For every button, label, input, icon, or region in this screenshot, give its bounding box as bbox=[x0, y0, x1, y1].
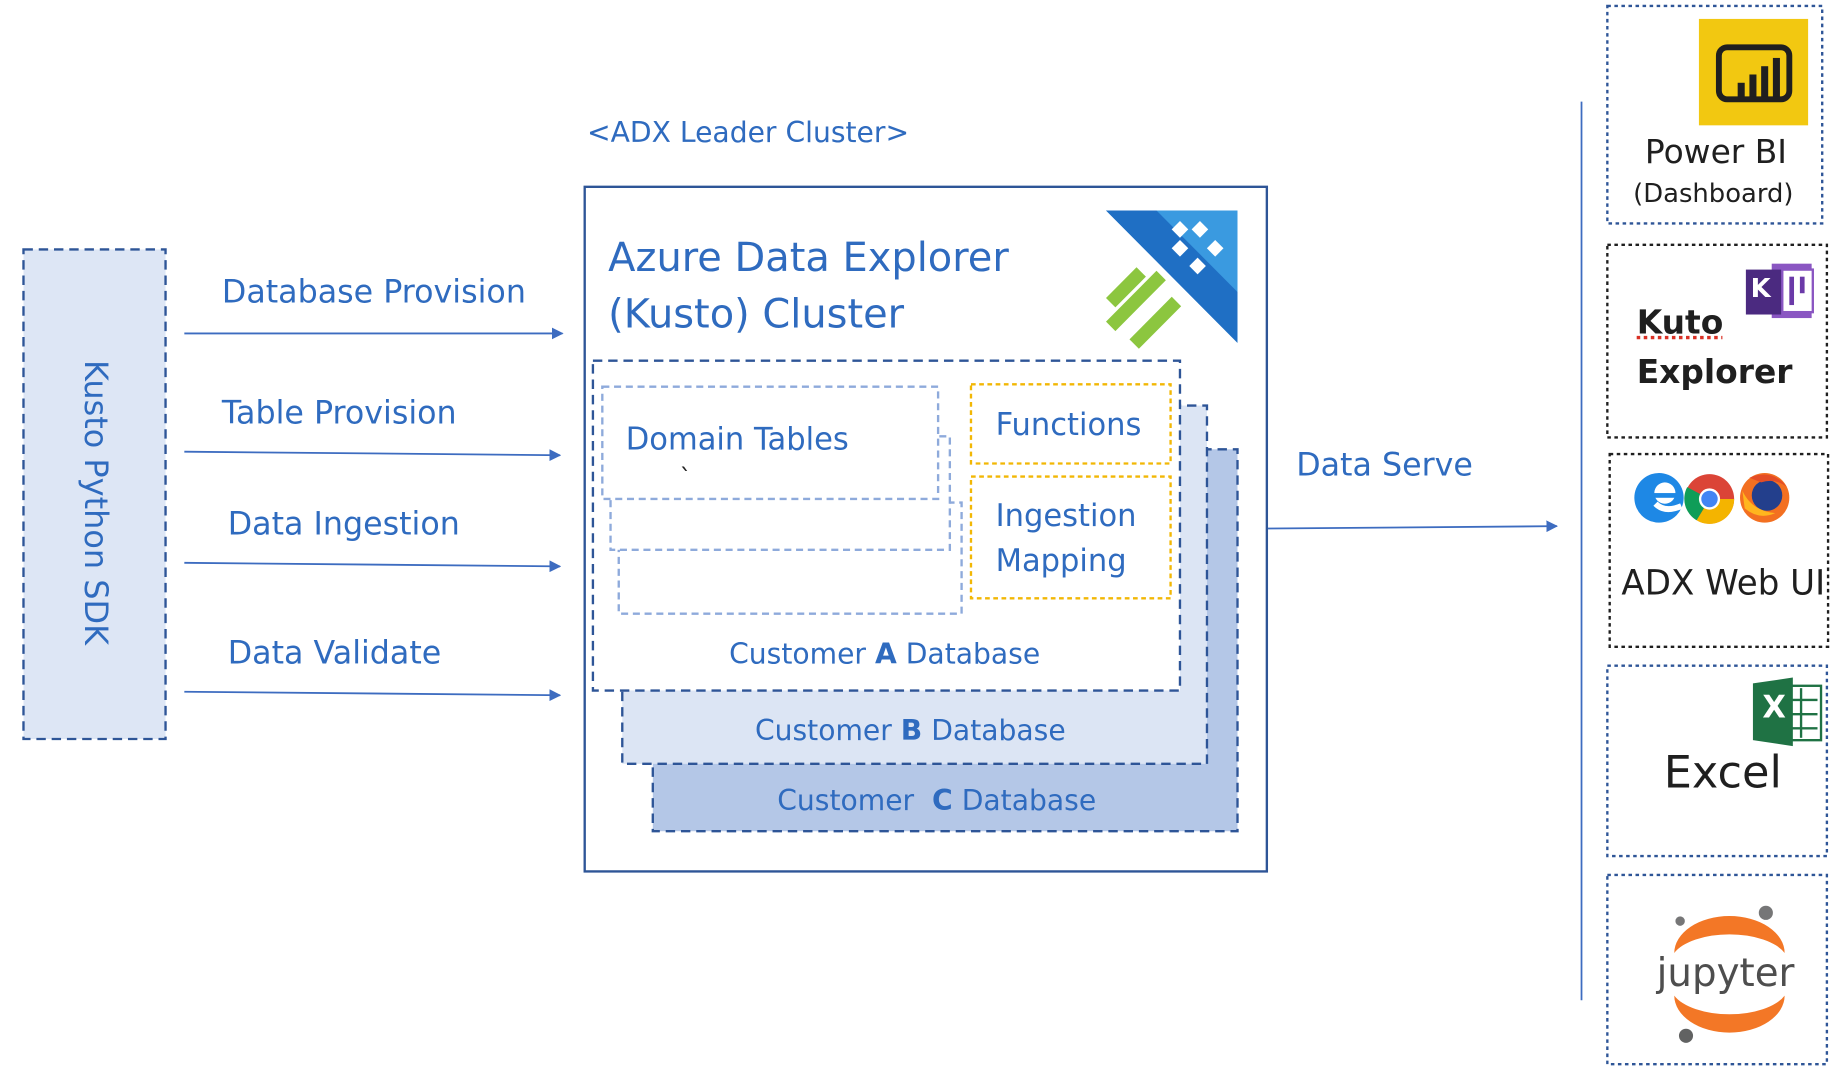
ingestion-mapping-box bbox=[969, 475, 1172, 600]
cluster-title-line-2: (Kusto) Cluster bbox=[608, 290, 905, 339]
functions-label: Functions bbox=[995, 407, 1142, 444]
domain-table-card-1 bbox=[601, 385, 940, 501]
database-provision-label: Database Provision bbox=[221, 274, 526, 311]
power-bi-icon bbox=[1698, 18, 1809, 126]
stray-mark: ` bbox=[679, 463, 692, 492]
excel-icon-letter: X bbox=[1762, 690, 1786, 726]
chrome-browser-icon bbox=[1684, 474, 1735, 524]
power-bi-label: Power BI bbox=[1644, 132, 1788, 172]
sdk-box bbox=[22, 248, 167, 741]
customer-b-database-label: Customer B Database bbox=[754, 714, 1066, 748]
ingestion-mapping-label-line-2: Mapping bbox=[995, 543, 1127, 580]
sdk-label: Kusto Python SDK bbox=[76, 360, 114, 646]
excel-label: Excel bbox=[1663, 746, 1782, 799]
kusto-explorer-icon bbox=[1745, 263, 1814, 319]
data-validate-arrow bbox=[184, 689, 562, 702]
domain-tables-label: Domain Tables bbox=[625, 422, 849, 458]
adx-web-ui-label: ADX Web UI bbox=[1621, 562, 1826, 604]
customer-a-database-label: Customer A Database bbox=[729, 637, 1041, 671]
edge-browser-icon bbox=[1634, 472, 1684, 523]
customer-c-database-label: Customer C Database bbox=[777, 783, 1097, 818]
table-provision-arrow bbox=[184, 449, 562, 462]
jupyter-label: jupyter bbox=[1656, 949, 1795, 996]
table-provision-label: Table Provision bbox=[221, 394, 457, 432]
kusto-icon-letter: K bbox=[1750, 274, 1771, 304]
data-validate-label: Data Validate bbox=[227, 634, 442, 672]
data-ingestion-arrow bbox=[184, 560, 562, 573]
cluster-caption: <ADX Leader Cluster> bbox=[587, 115, 910, 149]
ingestion-mapping-label-line-1: Ingestion bbox=[995, 498, 1137, 535]
cluster-title-line-1: Azure Data Explorer bbox=[608, 234, 1009, 282]
functions-box bbox=[969, 383, 1172, 465]
firefox-browser-icon bbox=[1740, 472, 1790, 523]
power-bi-sublabel: (Dashboard) bbox=[1633, 179, 1794, 210]
excel-icon bbox=[1752, 677, 1823, 747]
kusto-explorer-label-line-2: Explorer bbox=[1636, 352, 1793, 392]
data-ingestion-label: Data Ingestion bbox=[227, 506, 460, 543]
data-serve-label: Data Serve bbox=[1296, 446, 1473, 484]
jupyter-icon bbox=[1674, 905, 1785, 1043]
data-serve-arrow bbox=[1268, 520, 1559, 533]
kusto-explorer-label-line-1: Kuto bbox=[1636, 302, 1724, 342]
jupyter-box bbox=[1606, 873, 1829, 1066]
